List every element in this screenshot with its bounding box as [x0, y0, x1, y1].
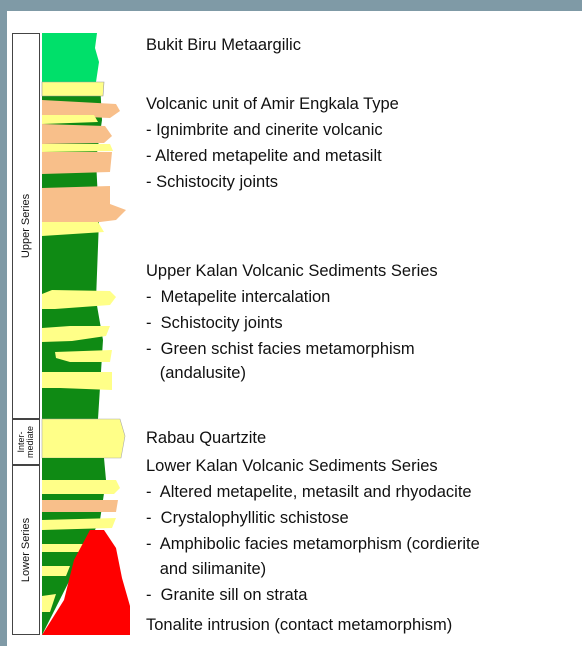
lower-kalan-yellow-band-1 [42, 480, 120, 494]
note-tonalite-intrusion: Tonalite intrusion (contact metamorphism… [146, 614, 452, 636]
note-granite-sill: - Granite sill on strata [146, 584, 307, 606]
note-crystalophyllitic: - Crystalophyllitic schistose [146, 507, 349, 529]
note-altered-metapelite: - Altered metapelite, metasilt and rhyod… [146, 481, 472, 503]
amir-engkala-salmon-band-4 [42, 186, 126, 222]
note-amir-engkala: Volcanic unit of Amir Engkala Type [146, 93, 399, 115]
note-andalusite: (andalusite) [146, 362, 246, 384]
metapelite-yellow-lens-4 [42, 372, 112, 390]
metapelite-yellow-lens-1 [42, 290, 116, 309]
lower-kalan-yellow-band-2 [42, 518, 116, 530]
amir-engkala-yellow-band-1 [42, 82, 104, 96]
bukit-biru-metaargilic-layer [42, 33, 99, 82]
note-metapelite-metasilt: - Altered metapelite and metasilt [146, 145, 382, 167]
lower-kalan-salmon-band-1 [42, 500, 118, 512]
rabau-quartzite-layer [42, 419, 125, 458]
note-bukit-biru: Bukit Biru Metaargilic [146, 34, 301, 56]
note-lower-kalan: Lower Kalan Volcanic Sediments Series [146, 455, 438, 477]
amir-engkala-yellow-band-3 [42, 144, 113, 152]
note-metapelite-intercalation: - Metapelite intercalation [146, 286, 330, 308]
amir-engkala-salmon-band-3 [42, 152, 112, 174]
note-schistocity-2: - Schistocity joints [146, 312, 283, 334]
note-ignimbrite: - Ignimbrite and cinerite volcanic [146, 119, 383, 141]
note-silimanite: and silimanite) [146, 558, 266, 580]
note-rabau-quartzite: Rabau Quartzite [146, 427, 266, 449]
lower-kalan-yellow-band-4 [42, 566, 70, 576]
note-amphibolic-facies: - Amphibolic facies metamorphism (cordie… [146, 533, 480, 555]
amir-engkala-salmon-band-2 [42, 124, 112, 144]
note-upper-kalan: Upper Kalan Volcanic Sediments Series [146, 260, 438, 282]
note-schistocity-1: - Schistocity joints [146, 171, 278, 193]
note-green-schist: - Green schist facies metamorphism [146, 338, 415, 360]
